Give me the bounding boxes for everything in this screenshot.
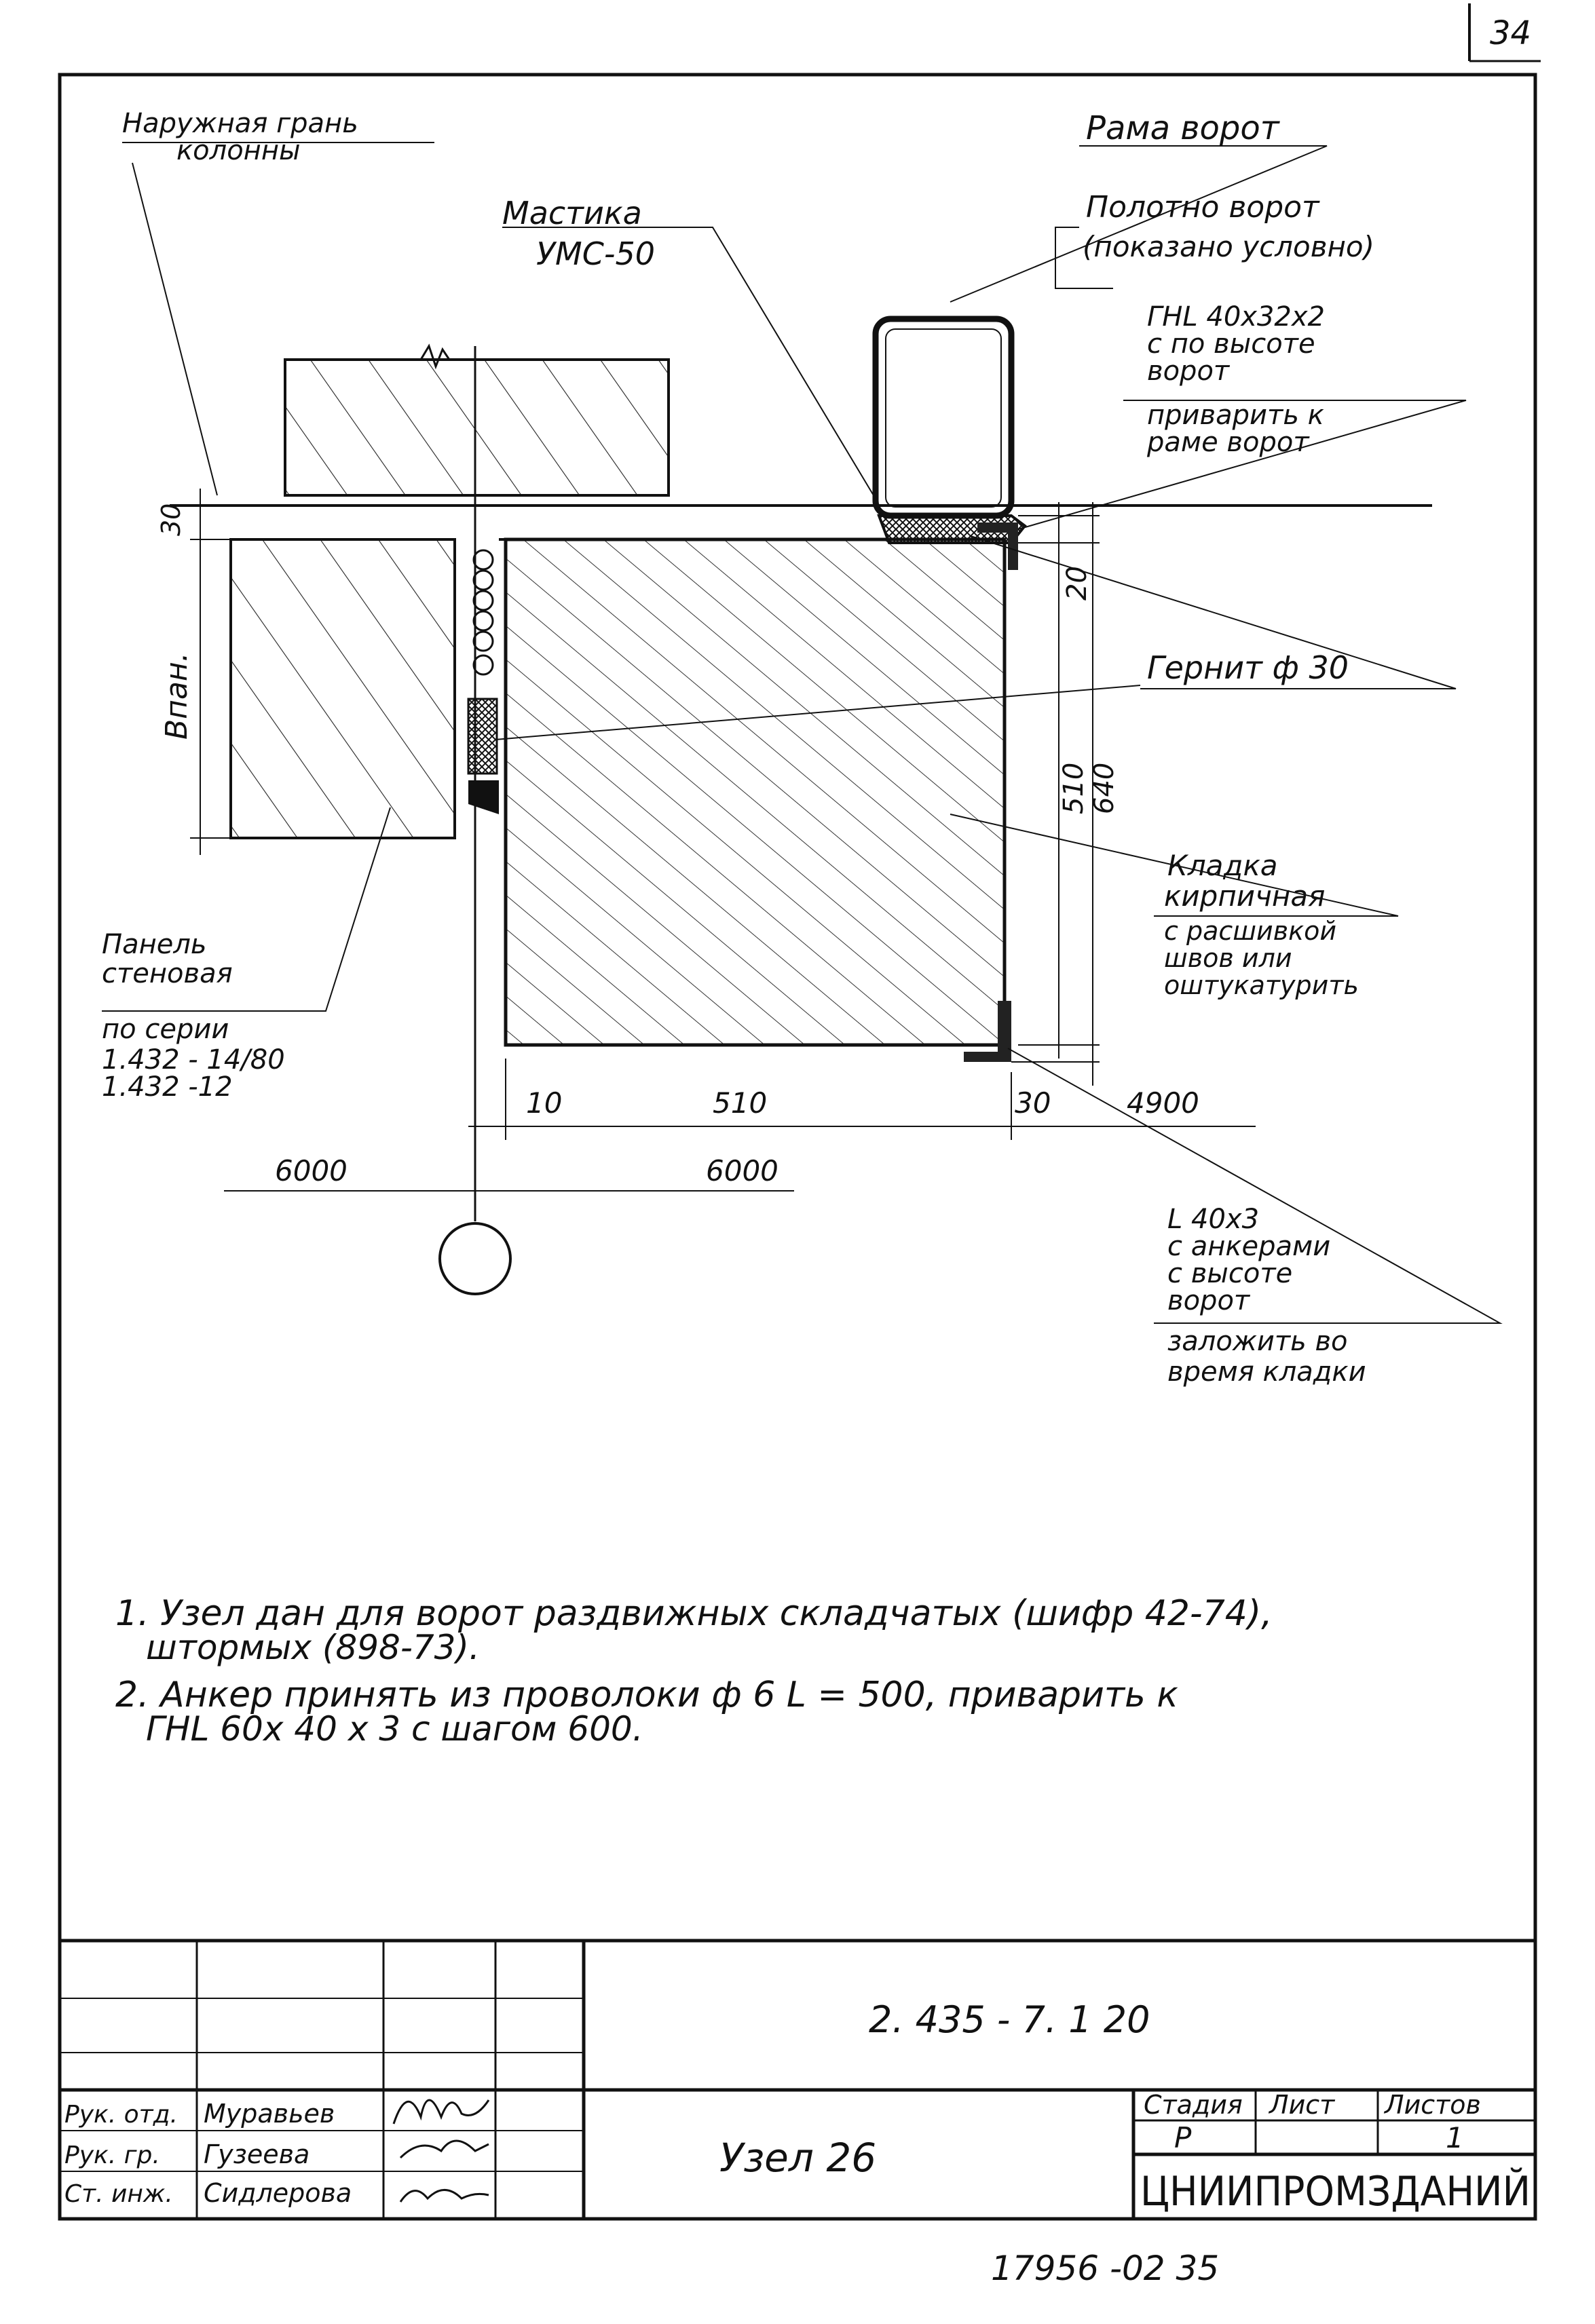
svg-text:Панель: Панель: [102, 929, 207, 960]
svg-text:колонны: колонны: [176, 135, 301, 166]
footer-number: 17956 -02 35: [991, 2249, 1219, 2288]
svg-text:с расшивкой: с расшивкой: [1164, 916, 1336, 946]
sheet-frame: [58, 73, 1537, 2221]
person-name: Муравьев: [204, 2099, 335, 2129]
label-masonry: Кладка кирпичная с расшивкой швов или ош…: [1164, 849, 1359, 1000]
person-name: Гузеева: [204, 2139, 309, 2169]
label-angle: L 40х3 с анкерами с высоте ворот заложит…: [1167, 1204, 1366, 1388]
dim-bottom-30: 30: [1015, 1086, 1051, 1120]
gernit-seal: [472, 549, 494, 676]
svg-text:с по высоте: с по высоте: [1147, 328, 1315, 360]
svg-text:время кладки: время кладки: [1167, 1356, 1366, 1388]
dim-axis-left: 6000: [275, 1154, 348, 1187]
brick-masonry: [504, 537, 1007, 1047]
dim-right-640: 640: [1089, 763, 1120, 814]
stage-value: Р: [1174, 2121, 1192, 2154]
svg-text:Мастика: Мастика: [502, 195, 642, 231]
dim-bottom-510: 510: [713, 1086, 767, 1120]
label-panel: Панель стеновая по серии 1.432 - 14/80 1…: [102, 929, 285, 1103]
svg-text:раме ворот: раме ворот: [1146, 427, 1310, 458]
dim-right-510: 510: [1058, 763, 1089, 814]
label-mastic: Мастика УМС-50: [502, 195, 655, 272]
role-label: Рук. отд.: [64, 2101, 178, 2129]
svg-text:Полотно ворот: Полотно ворот: [1086, 190, 1320, 225]
svg-text:ворот: ворот: [1167, 1285, 1251, 1316]
svg-text:заложить во: заложить во: [1167, 1326, 1348, 1357]
label-gate-frame: Рама ворот: [1086, 109, 1281, 147]
svg-text:с высоте: с высоте: [1167, 1258, 1292, 1289]
sheets-value: 1: [1446, 2121, 1464, 2154]
column-block: [284, 358, 670, 497]
sheet-header: Лист: [1268, 2090, 1336, 2120]
role-label: Ст. инж.: [64, 2180, 173, 2208]
node-drawing: 20 510 640 30 Впан. 10 510 30 4900 6000 …: [102, 108, 1503, 1388]
dim-panel-width: Впан.: [160, 652, 194, 740]
label-gernit: Гернит ф 30: [1147, 649, 1349, 686]
gate-frame-tube: [872, 316, 1015, 519]
dim-top-gap: 30: [156, 503, 186, 536]
svg-text:ворот: ворот: [1147, 356, 1231, 387]
organization-name: ЦНИИПРОМЗДАНИЙ: [1140, 2167, 1531, 2215]
svg-text:стеновая: стеновая: [102, 958, 233, 989]
dim-bottom-10: 10: [526, 1086, 562, 1120]
dim-right-20: 20: [1062, 566, 1093, 601]
svg-text:(показано условно): (показано условно): [1083, 230, 1374, 263]
role-label: Рук. гр.: [64, 2141, 160, 2169]
signatures: [392, 2099, 490, 2203]
page-number-box: 34: [1468, 3, 1541, 62]
svg-text:Наружная грань: Наружная грань: [122, 108, 358, 139]
svg-text:оштукатурить: оштукатурить: [1164, 970, 1359, 1000]
note-line: штормых (898-73).: [146, 1628, 480, 1667]
svg-text:швов или: швов или: [1164, 943, 1292, 973]
note-line: ГНL 60х 40 х 3 с шагом 600.: [146, 1709, 643, 1749]
stage-header: Стадия: [1144, 2090, 1243, 2120]
label-gate-leaf: Полотно ворот (показано условно): [1083, 190, 1374, 263]
svg-text:1.432 - 14/80: 1.432 - 14/80: [102, 1044, 285, 1075]
dim-bottom-4900: 4900: [1127, 1086, 1199, 1120]
wall-panel: [229, 538, 456, 839]
svg-text:приварить к: приварить к: [1147, 400, 1324, 431]
label-pipe-profile: ГНL 40х32х2 с по высоте ворот приварить …: [1146, 301, 1325, 458]
svg-text:кирпичная: кирпичная: [1164, 879, 1325, 913]
svg-text:с анкерами: с анкерами: [1167, 1231, 1330, 1262]
svg-text:ГНL 40х32х2: ГНL 40х32х2: [1147, 301, 1325, 332]
svg-text:по серии: по серии: [102, 1014, 229, 1045]
mastic-fill: [467, 698, 498, 775]
angle-profile: [964, 1001, 1011, 1062]
note-line: 2. Анкер принять из проволоки ф 6 L = 50…: [115, 1675, 1178, 1715]
person-name: Сидлерова: [204, 2178, 352, 2208]
page-number: 34: [1490, 14, 1531, 52]
svg-text:1.432 -12: 1.432 -12: [102, 1071, 233, 1103]
title-block: 2. 435 - 7. 1 20 Узел 26 Рук. отд. Рук. …: [60, 1939, 1535, 2219]
leader-lines: [102, 142, 1503, 1324]
svg-text:Кладка: Кладка: [1167, 849, 1278, 882]
svg-text:УМС-50: УМС-50: [536, 235, 655, 272]
sheets-header: Листов: [1383, 2090, 1481, 2120]
drawing-title: Узел 26: [719, 2135, 876, 2181]
notes-block: 1. Узел дан для ворот раздвижных складча…: [115, 1593, 1273, 1749]
axis-marker: [438, 1222, 512, 1295]
doc-code: 2. 435 - 7. 1 20: [869, 1998, 1150, 2041]
dim-axis-right: 6000: [706, 1154, 778, 1187]
note-line: 1. Узел дан для ворот раздвижных складча…: [115, 1593, 1273, 1634]
svg-text:L 40х3: L 40х3: [1167, 1204, 1259, 1235]
label-column-face: Наружная грань колонны: [122, 108, 358, 166]
